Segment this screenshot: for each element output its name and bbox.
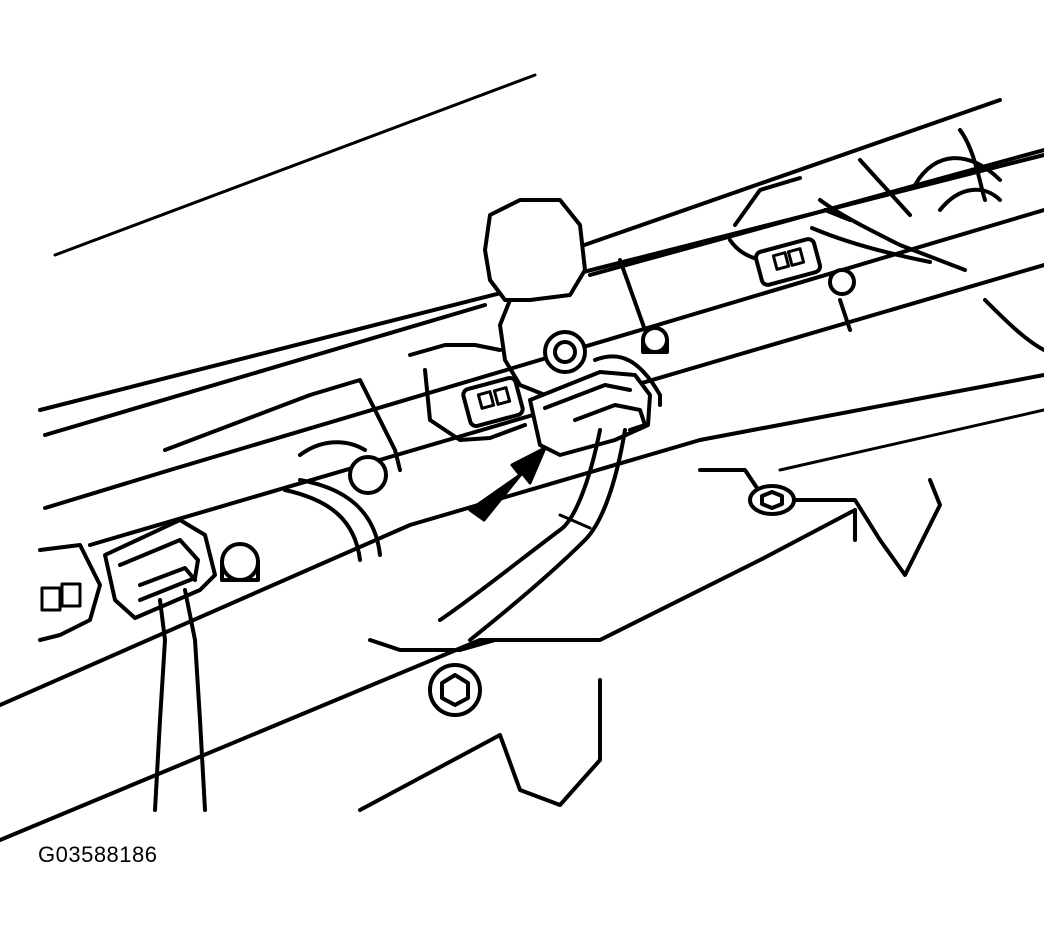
left-bolt-head <box>220 542 260 582</box>
figure-id-label: G03588186 <box>38 842 158 867</box>
injector-mount-left-center <box>163 378 402 562</box>
fuel-injector-far-left <box>38 543 102 642</box>
fuel-rail <box>38 98 1044 547</box>
rail-bracket <box>483 198 612 397</box>
bolt-head-left-center <box>348 455 388 495</box>
fuel-injector-center <box>408 343 527 442</box>
harness-connector-plug <box>528 370 652 457</box>
fuel-injector-right <box>728 176 967 296</box>
pointer-arrow <box>468 446 547 522</box>
harness-wire-center <box>438 428 627 642</box>
fuel-injector-left <box>103 518 260 812</box>
upper-right-hose <box>913 156 1002 212</box>
manifold-hex-bolt-right <box>748 484 796 516</box>
background-edge-line <box>53 73 537 257</box>
manifold-hex-bolt-lower <box>428 663 482 717</box>
small-bolt-center <box>641 326 669 354</box>
intake-manifold <box>0 373 1044 842</box>
